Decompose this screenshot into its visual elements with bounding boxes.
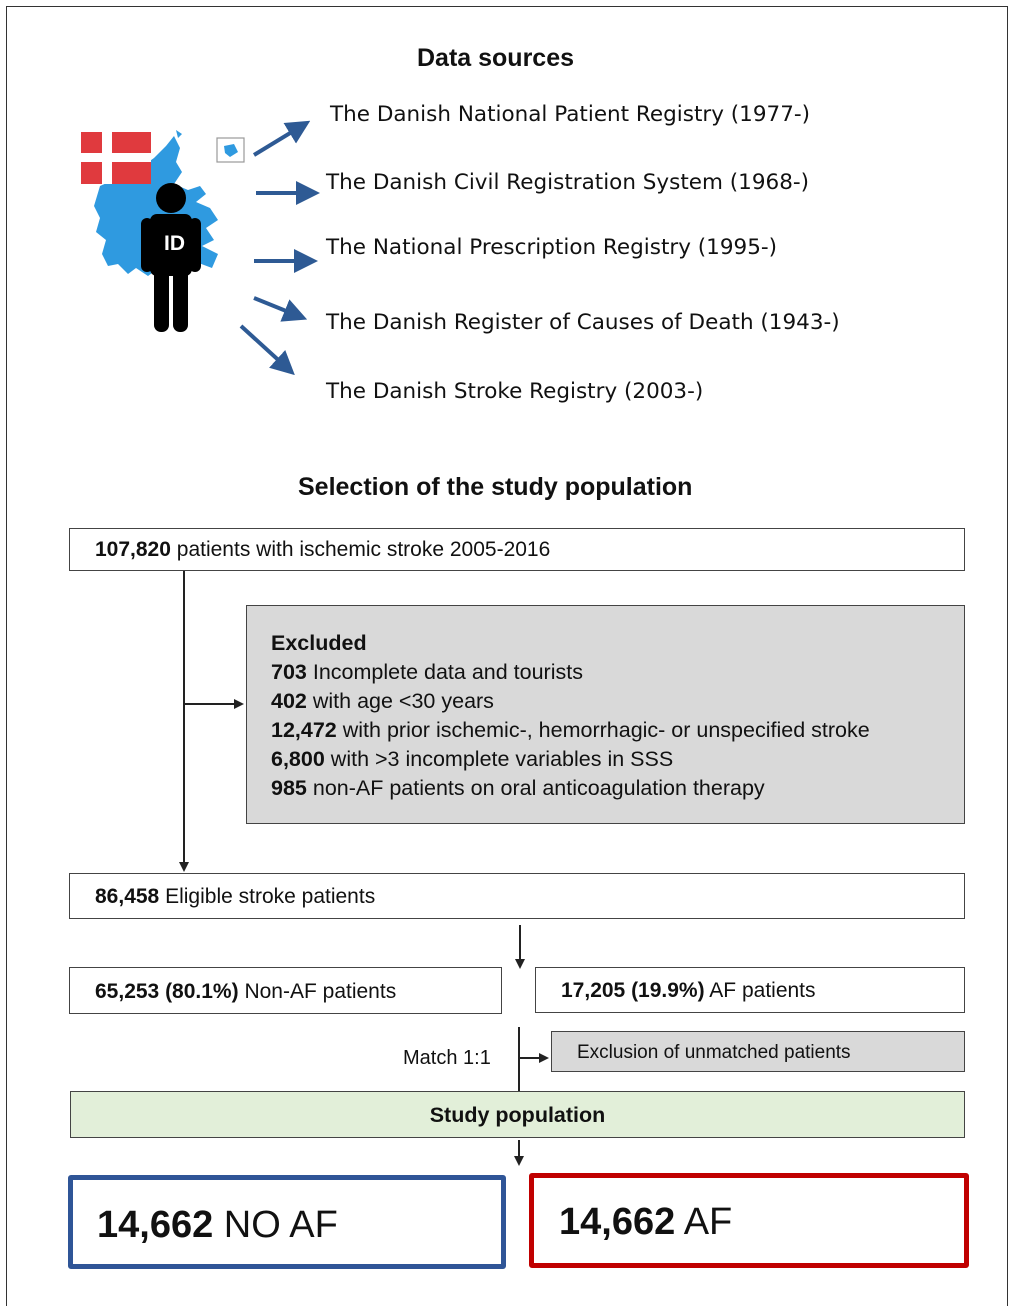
result-no-af-text: NO AF [223,1204,338,1246]
arrow-to-patient-registry [252,120,311,157]
result-af-box: 14,662 AF [529,1173,969,1268]
eligible-box: 86,458 Eligible stroke patients [69,873,965,919]
unmatched-box: Exclusion of unmatched patients [551,1031,965,1072]
flow-line-excluded-branch [184,703,236,705]
excluded-box: Excluded 703 Incomplete data and tourist… [246,605,965,824]
arrow-right-excluded [234,699,244,709]
flow-line-main [183,571,185,863]
arrow-down-results [514,1156,524,1166]
arrow-down-eligible [179,862,189,872]
result-no-af-count: 14,662 [97,1204,214,1246]
match-label: Match 1:1 [403,1047,491,1069]
arrow-down-split [515,959,525,969]
arrow-to-stroke-registry [239,324,295,376]
excluded-item: 703 Incomplete data and tourists [271,660,583,684]
flow-line-unmatched-branch [520,1057,542,1059]
source-arrows [239,120,320,376]
non-af-box: 65,253 (80.1%) Non-AF patients [69,967,502,1014]
source-causes-of-death: The Danish Register of Causes of Death (… [326,310,840,335]
result-no-af-box: 14,662 NO AF [68,1175,506,1269]
source-patient-registry: The Danish National Patient Registry (19… [330,102,811,127]
af-count: 17,205 (19.9%) [561,979,705,1002]
flow-line-split [519,925,521,960]
source-stroke-registry: The Danish Stroke Registry (2003-) [326,379,704,404]
initial-text: patients with ischemic stroke 2005-2016 [176,538,551,561]
data-sources-title: Data sources [417,44,575,72]
source-prescription-registry: The National Prescription Registry (1995… [326,235,778,260]
denmark-map-illustration [81,130,245,332]
study-population-box: Study population [70,1091,965,1138]
excluded-item: 402 with age <30 years [271,689,494,713]
arrow-to-causes-of-death [253,296,308,322]
non-af-count: 65,253 (80.1%) [95,980,239,1003]
eligible-count: 86,458 [95,885,160,908]
person-icon [141,183,201,332]
arrow-right-unmatched [539,1053,549,1063]
study-population-label: Study population [429,1103,606,1127]
danish-flag-icon [81,132,151,184]
initial-count: 107,820 [95,538,171,561]
non-af-text: Non-AF patients [244,980,397,1003]
flow-line-results [518,1140,520,1157]
selection-title: Selection of the study population [298,473,693,501]
af-text: AF patients [709,979,816,1002]
excluded-heading: Excluded [271,631,367,655]
figure-frame [6,6,1008,1306]
eligible-text: Eligible stroke patients [165,885,376,908]
result-af-text: AF [683,1201,733,1243]
initial-population-box: 107,820 patients with ischemic stroke 20… [69,528,965,571]
flow-line-match [518,1027,520,1091]
id-label: ID [164,232,185,255]
source-civil-registration: The Danish Civil Registration System (19… [326,170,810,195]
excluded-item: 6,800 with >3 incomplete variables in SS… [271,747,674,771]
excluded-item: 985 non-AF patients on oral anticoagulat… [271,776,765,800]
unmatched-text: Exclusion of unmatched patients [577,1042,851,1063]
result-af-count: 14,662 [559,1201,676,1243]
af-box: 17,205 (19.9%) AF patients [535,967,965,1013]
excluded-item: 12,472 with prior ischemic-, hemorrhagic… [271,718,870,742]
